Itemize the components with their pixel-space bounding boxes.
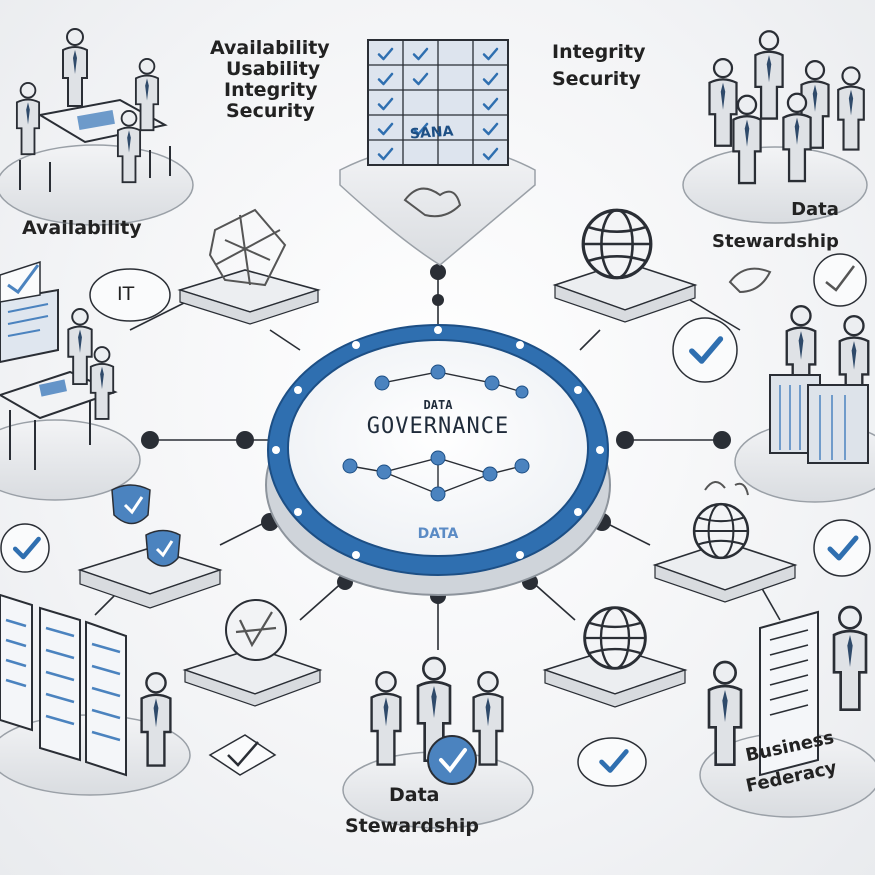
podium-group-right (734, 305, 875, 503)
stewardship-bottom-line-1: Data (389, 784, 440, 806)
desk-workstation-left (0, 288, 141, 501)
node-right-mid (652, 481, 798, 603)
property-availability: Availability (210, 37, 330, 59)
stewardship-bottom-line-2: Stewardship (345, 814, 479, 837)
people-group-top-right (682, 30, 868, 224)
property-security: Security (226, 99, 315, 122)
ring-label: DATA (417, 526, 459, 542)
node-lower-center-left (182, 599, 323, 707)
property-usability: Usability (226, 57, 321, 80)
stewardship-label-top-right: Data Stewardship (712, 200, 839, 252)
node-upper-left (177, 208, 321, 325)
stewardship-top-right-line-2: Stewardship (712, 230, 839, 252)
stewardship-group-bottom (342, 656, 534, 829)
property-integrity-right: Integrity (552, 41, 646, 63)
it-bubble-shape (89, 268, 171, 322)
it-label: IT (117, 283, 135, 305)
meeting-group-top-left (0, 28, 194, 226)
properties-list-top-right: Integrity Security (552, 42, 646, 90)
stewardship-top-right-line-1: Data (791, 199, 839, 220)
documents-bottom-left (0, 593, 191, 796)
availability-label: Availability (22, 217, 142, 239)
check-badges (0, 253, 871, 787)
property-integrity: Integrity (224, 78, 318, 101)
business-group-bottom-right (699, 605, 875, 818)
checklist-board (339, 39, 536, 266)
board-sign-text: SANA (409, 123, 454, 143)
node-lower-left (77, 484, 223, 609)
central-governance-ring (265, 324, 611, 596)
properties-list-top-left: Availability Usability Integrity Securit… (210, 38, 330, 122)
hub-small-title: DATA (423, 398, 453, 412)
node-lower-center-right (542, 606, 688, 708)
hub-title: GOVERNANCE (366, 414, 510, 439)
stewardship-label-bottom: Data Stewardship (345, 785, 479, 837)
property-security-right: Security (552, 67, 641, 90)
node-upper-right (552, 208, 698, 323)
